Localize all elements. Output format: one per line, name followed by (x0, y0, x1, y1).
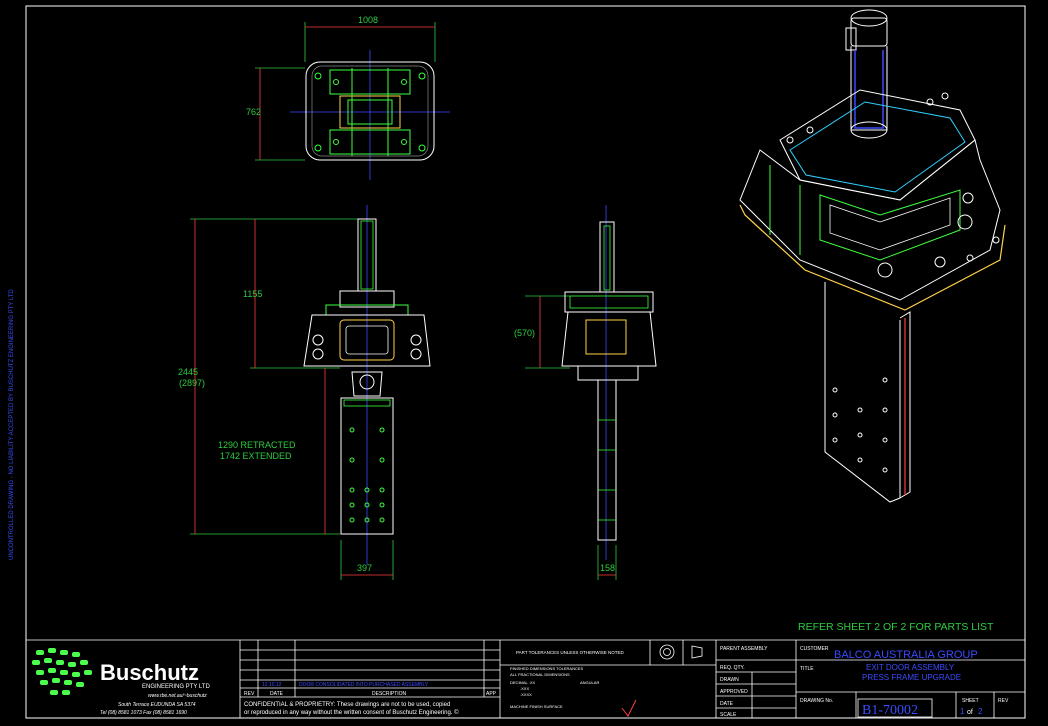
tolerance-decimal3: .XXXX (520, 692, 532, 697)
confidential-line1: CONFIDENTIAL & PROPRIETRY: These drawing… (244, 702, 450, 708)
drawing-number: B1-70002 (862, 703, 918, 718)
scale-label: SCALE (720, 712, 737, 718)
tolerance-title: PART TOLERANCES UNLESS OTHERWISE NOTED (516, 650, 625, 655)
dim-side-height: (570) (514, 328, 535, 338)
date-label: DATE (720, 701, 734, 707)
company-phone: Tel (08) 8581 1073 Fax (08) 8581 1690 (100, 710, 187, 716)
dim-base-width: 397 (357, 563, 372, 573)
title-label: TITLE (800, 666, 814, 672)
title-block (26, 639, 1025, 718)
rev-row-desc: DOOR CONSOLIDATED INTO PURCHASED ASSEMBL… (299, 682, 429, 688)
tolerance-decimal2: .XXX (520, 686, 529, 691)
rev-hdr-date: DATE (270, 691, 284, 697)
top-view: 1008 762 (246, 15, 450, 180)
rev-label: REV (998, 698, 1009, 704)
dim-overall: 2445 (178, 367, 198, 377)
tolerance-finished: FINISHED DIMENSIONS TOLERANCES (510, 666, 584, 671)
company-web: www.rbe.net.au/~buschutz (148, 693, 207, 699)
dim-top-height: 762 (246, 107, 261, 117)
confidential-line2: or reproduced in any way without the wri… (244, 709, 459, 716)
rev-row-date: 12.10.12 (262, 682, 282, 688)
dim-retracted: 1290 RETRACTED (218, 440, 296, 450)
rev-hdr-rev: REV (244, 691, 255, 697)
title-line-1: EXIT DOOR ASSEMBLY (866, 663, 955, 672)
tick-mark-icon (621, 699, 637, 717)
company-logo: Buschutz (32, 648, 199, 695)
customer-name: BALCO AUSTRALIA GROUP (834, 649, 978, 661)
dim-top-width: 1008 (358, 15, 378, 25)
rev-hdr-app: APP (486, 691, 497, 697)
dim-overall-extended: (2897) (179, 378, 205, 388)
tolerance-decimal1: DECIMAL .XX (510, 680, 536, 685)
parts-list-note: REFER SHEET 2 OF 2 FOR PARTS LIST (798, 621, 994, 633)
isometric-view (739, 9, 1006, 503)
approved-label: APPROVED (720, 689, 748, 695)
projection-symbol-icon (659, 644, 703, 660)
tolerance-machine: MACHINE FINISH SURFACE (510, 704, 563, 709)
company-subtitle: ENGINEERING PTY LTD (142, 684, 210, 690)
dim-front-upper: 1155 (243, 289, 262, 299)
dim-side-width: 158 (600, 563, 615, 573)
sheet-border (25, 5, 1026, 719)
drawn-label: DRAWN (720, 677, 739, 683)
tolerance-fractional: ALL FRACTIONAL DIMENSIONS (510, 672, 570, 677)
drawing-no-label: DRAWING No. (800, 698, 833, 704)
sheet-of: of (967, 709, 973, 716)
drawing-no-box (857, 698, 933, 718)
side-view: (570) 158 (514, 205, 657, 580)
side-note: UNCONTROLLED DRAWING - NO LIABILITY ACCE… (9, 289, 15, 560)
dim-extended: 1742 EXTENDED (220, 451, 292, 461)
customer-label: CUSTOMER (800, 646, 829, 652)
company-address: South Terrace EUDUNDA SA 5374 (118, 702, 196, 708)
front-view: 2445 (2897) 1155 1290 RETRACTED 1742 EXT… (178, 205, 431, 580)
parent-assembly-label: PARENT ASSEMBLY (720, 646, 768, 652)
sheet-number: 1 (960, 707, 965, 716)
tolerance-angular: ANGULAR (580, 680, 599, 685)
rev-hdr-desc: DESCRIPTION (372, 691, 407, 697)
company-name: Buschutz (100, 660, 199, 685)
req-qty-label: REQ. QTY. (720, 665, 745, 671)
title-line-2: PRESS FRAME UPGRADE (862, 673, 961, 682)
sheet-label: SHEET (962, 698, 979, 704)
sheet-total: 2 (978, 707, 983, 716)
